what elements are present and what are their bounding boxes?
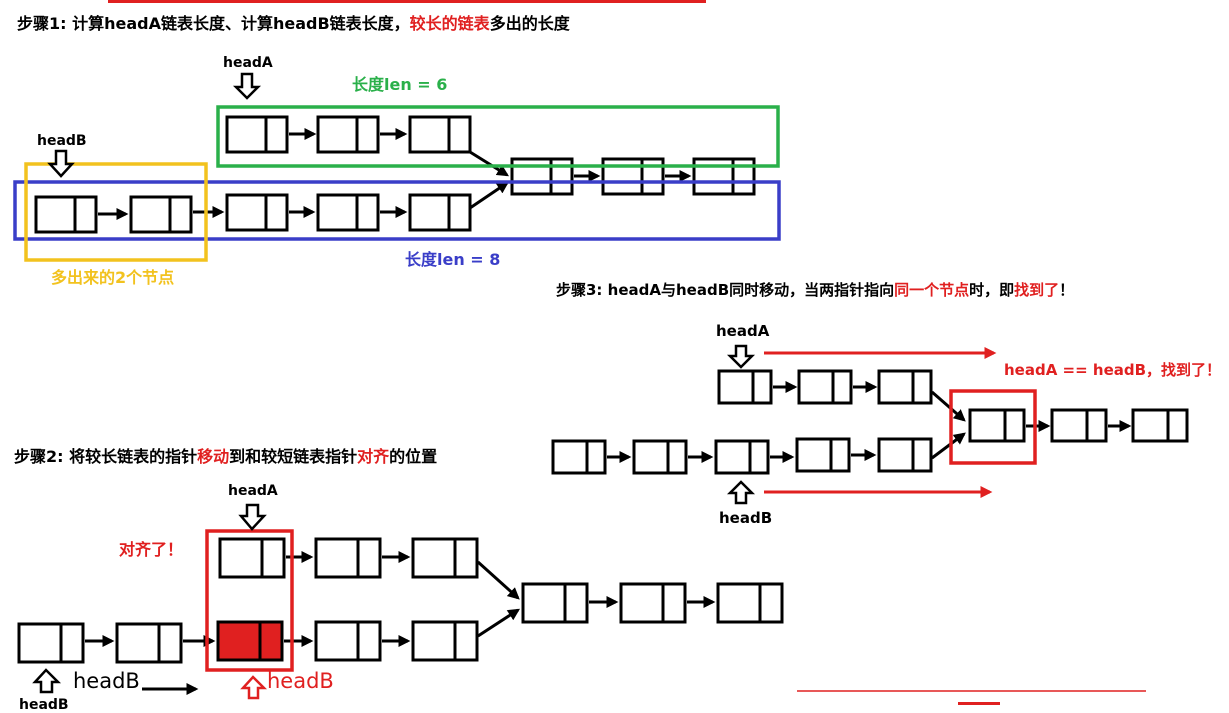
step3-headb-pointer-icon xyxy=(726,480,756,505)
step2-shared-node xyxy=(716,582,784,624)
step2-heada-label: headA xyxy=(228,483,278,499)
step1-list-b-frame xyxy=(13,180,781,241)
step1-heading-prefix: 步骤1: 计算headA链表长度、计算headB链表长度， xyxy=(17,14,410,33)
step3-shared-node xyxy=(968,408,1026,443)
step1-extra-nodes-label: 多出来的2个节点 xyxy=(51,268,175,287)
step1-list-a-node xyxy=(225,115,289,154)
step2-list-b-current-node xyxy=(216,620,284,662)
step3-headb-label: headB xyxy=(719,509,773,527)
step3-heading-part3: ！ xyxy=(1059,281,1075,299)
step1-list-b-node xyxy=(408,193,472,232)
step3-list-b-node xyxy=(714,439,770,475)
step2-shared-node xyxy=(521,582,589,624)
step1-heading: 步骤1: 计算headA链表长度、计算headB链表长度，较长的链表多出的长度 xyxy=(17,16,570,32)
step1-list-b-node xyxy=(34,195,98,234)
step2-aligned-label: 对齐了！ xyxy=(119,540,184,559)
step2-list-b-node xyxy=(314,620,382,662)
step2-headb-cut-label: headB xyxy=(19,697,69,713)
step1-list-a-node xyxy=(316,115,380,154)
step3-heading-highlight2: 找到了 xyxy=(1014,281,1060,299)
step3-list-b-node xyxy=(632,439,688,475)
step1-headb-label: headB xyxy=(37,133,87,149)
step2-heading-part2: 到和较短链表指针 xyxy=(229,447,358,466)
step3-list-b-node xyxy=(877,437,933,473)
step1-list-b-node xyxy=(316,193,380,232)
step2-heading: 步骤2: 将较长链表的指针移动到和较短链表指针对齐的位置 xyxy=(14,449,437,465)
step3-shared-node xyxy=(1050,408,1108,443)
step3-heading-part1: 步骤3: headA与headB同时移动，当两指针指向 xyxy=(556,281,895,299)
step1-heading-highlight: 较长的链表 xyxy=(409,14,490,33)
step1-arrow xyxy=(469,181,509,210)
step1-list-b-node xyxy=(129,195,193,234)
step3-found-label: headA == headB，找到了！ xyxy=(1004,361,1222,379)
step3-list-b-node xyxy=(551,439,607,475)
step1-list-a-length: 长度len = 6 xyxy=(352,75,448,94)
top-red-bar xyxy=(108,0,706,3)
step2-list-a-node xyxy=(218,537,286,579)
step3-heading: 步骤3: headA与headB同时移动，当两指针指向同一个节点时，即找到了！ xyxy=(556,283,1074,298)
step2-headb-label: headB xyxy=(73,669,140,693)
step2-heading-highlight2: 对齐 xyxy=(357,447,390,466)
step3-arrow xyxy=(931,432,966,460)
step3-arrow xyxy=(931,390,966,422)
step3-heading-highlight1: 同一个节点 xyxy=(894,281,970,299)
step3-heada-pointer-icon xyxy=(726,344,756,369)
step2-headb-red-pointer-icon xyxy=(240,675,268,700)
step1-heada-pointer-icon xyxy=(232,72,262,100)
step2-arrow xyxy=(477,608,521,638)
step3-found-node-frame xyxy=(949,389,1037,465)
step1-heading-suffix: 多出的长度 xyxy=(489,14,570,33)
step2-heading-part1: 步骤2: 将较长链表的指针 xyxy=(14,447,198,466)
step2-list-b-node xyxy=(411,620,479,662)
step3-list-a-node xyxy=(797,369,853,405)
step2-shared-node xyxy=(619,582,687,624)
step3-list-a-node xyxy=(877,369,933,405)
step2-list-a-node xyxy=(314,537,382,579)
step3-list-b-node xyxy=(795,437,851,473)
step1-list-a-frame xyxy=(216,105,780,168)
step2-list-b-node xyxy=(115,622,183,664)
step2-aligned-frame xyxy=(205,529,294,672)
step1-list-b-node xyxy=(225,193,289,232)
step1-list-a-node xyxy=(408,115,472,154)
step1-heada-label: headA xyxy=(223,55,273,71)
step3-heading-part2: 时，即 xyxy=(969,281,1015,299)
step3-heada-label: headA xyxy=(716,322,770,340)
step1-arrow xyxy=(469,150,510,177)
step2-arrow xyxy=(476,560,520,600)
step2-headb-red-label: headB xyxy=(267,669,334,693)
step1-extra-nodes-frame xyxy=(24,162,208,262)
step2-heading-part3: 的位置 xyxy=(389,447,438,466)
step3-list-a-node xyxy=(717,369,773,405)
step1-headb-pointer-icon xyxy=(47,149,75,178)
step3-shared-node xyxy=(1131,408,1189,443)
step2-headb-pointer-icon xyxy=(32,668,62,694)
step2-list-a-node xyxy=(411,537,479,579)
bottom-red-mark xyxy=(958,702,1000,705)
step2-list-b-node xyxy=(17,622,85,664)
step2-heada-pointer-icon xyxy=(238,503,267,531)
step2-heading-highlight1: 移动 xyxy=(197,447,230,466)
step1-list-b-length: 长度len = 8 xyxy=(405,250,501,269)
